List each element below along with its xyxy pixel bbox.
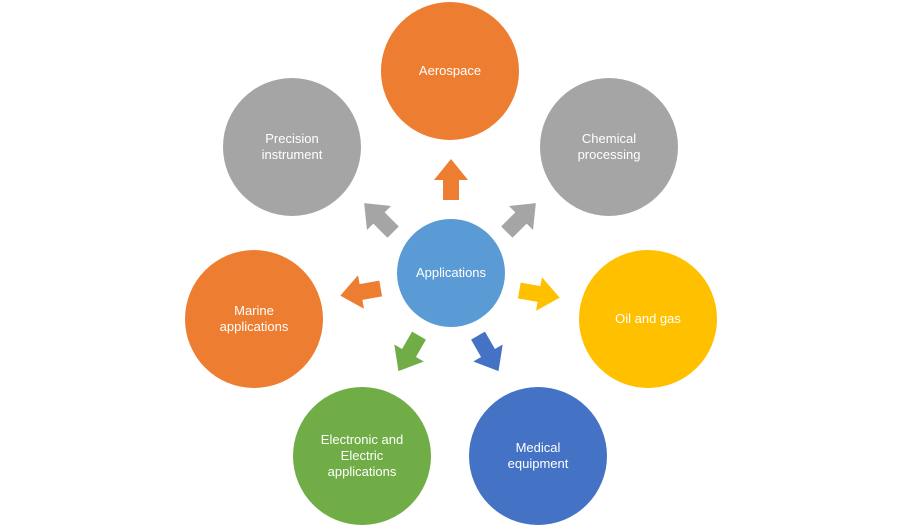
node-precision-line-2: instrument bbox=[261, 147, 323, 162]
arrow-to-medical-equipment-icon bbox=[471, 331, 503, 372]
node-medical-equipment: Medical equipment bbox=[469, 387, 607, 525]
node-marine-applications: Marine applications bbox=[185, 250, 323, 388]
node-aerospace-label: Aerospace bbox=[419, 63, 481, 79]
node-electronic-line-3: applications bbox=[327, 464, 397, 479]
node-precision-instrument: Precision instrument bbox=[223, 78, 361, 216]
arrow-to-chemical-processing-icon bbox=[501, 203, 536, 238]
node-medical-equipment-line-1: Medical bbox=[515, 440, 561, 455]
node-precision-line-1: Precision bbox=[265, 131, 319, 146]
node-oil-and-gas-line-1: Oil and gas bbox=[615, 311, 681, 326]
node-electronic-label: Electronic and Electric applications bbox=[321, 432, 403, 480]
node-electronic-line-2: Electric bbox=[340, 448, 384, 463]
node-precision-instrument-label: Precision instrument bbox=[262, 131, 323, 163]
node-electronic-line-1: Electronic and bbox=[320, 432, 404, 447]
node-medical-equipment-label: Medical equipment bbox=[508, 440, 569, 472]
node-marine-line-2: applications bbox=[219, 319, 289, 334]
node-oil-and-gas: Oil and gas bbox=[579, 250, 717, 388]
node-marine-line-1: Marine bbox=[234, 303, 274, 318]
arrow-to-aerospace-icon bbox=[434, 159, 468, 200]
node-chemical-processing-label: Chemical processing bbox=[578, 131, 641, 163]
node-chemical-processing-line-2: processing bbox=[577, 147, 641, 162]
node-aerospace-line-1: Aerospace bbox=[418, 63, 482, 78]
node-chemical-processing: Chemical processing bbox=[540, 78, 678, 216]
center-node-applications: Applications bbox=[397, 219, 505, 327]
arrow-to-oil-and-gas-icon bbox=[517, 277, 560, 311]
arrow-to-marine-applications-icon bbox=[340, 275, 383, 309]
node-aerospace: Aerospace bbox=[381, 2, 519, 140]
node-electronic-and-electric-applications: Electronic and Electric applications bbox=[293, 387, 431, 525]
node-medical-equipment-line-2: equipment bbox=[507, 456, 569, 471]
node-chemical-processing-line-1: Chemical bbox=[581, 131, 637, 146]
node-marine-applications-label: Marine applications bbox=[220, 303, 289, 335]
arrow-to-electronic-and-electric-applications-icon bbox=[394, 331, 426, 372]
center-node-label: Applications bbox=[415, 265, 487, 280]
node-oil-and-gas-label: Oil and gas bbox=[615, 311, 681, 327]
arrow-to-precision-instrument-icon bbox=[364, 203, 399, 238]
